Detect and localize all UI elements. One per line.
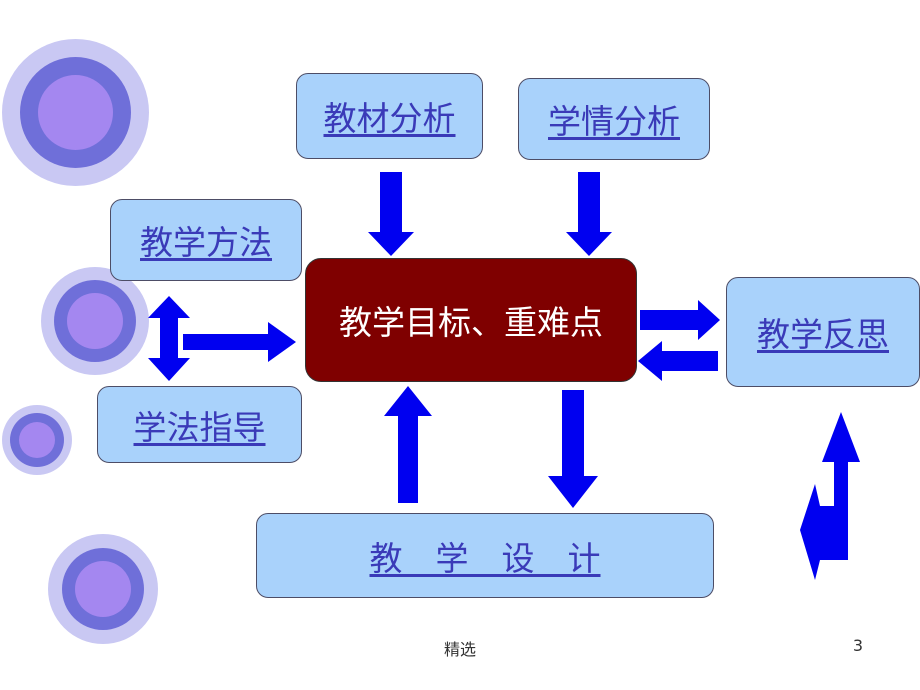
center-objectives-box: 教学目标、重难点 [305, 258, 637, 382]
textbook-analysis-box[interactable]: 教材分析 [296, 73, 483, 159]
teaching-design-link[interactable]: 教 学 设 计 [369, 538, 601, 578]
arrow-right-icon [640, 300, 720, 340]
learner-analysis-box[interactable]: 学情分析 [518, 78, 710, 160]
page-number: 3 [852, 636, 863, 655]
study-guidance-box[interactable]: 学法指导 [97, 386, 302, 463]
decor-circle-1-inner [38, 75, 113, 150]
arrow-down-icon [566, 172, 612, 256]
decor-circle-2-inner [67, 293, 123, 349]
teaching-method-box[interactable]: 教学方法 [110, 199, 302, 281]
center-objectives-label: 教学目标、重难点 [339, 303, 603, 342]
arrow-up-icon [384, 386, 432, 503]
double-arrow-vertical-icon [148, 296, 190, 381]
arrow-left-icon [638, 341, 718, 381]
teaching-reflection-box[interactable]: 教学反思 [726, 277, 920, 387]
learner-analysis-link[interactable]: 学情分析 [548, 102, 680, 141]
footer-label: 精选 [443, 640, 476, 659]
decor-circle-4-inner [75, 561, 131, 617]
arrow-down-icon [548, 390, 598, 508]
teaching-design-box[interactable]: 教 学 设 计 [256, 513, 714, 598]
arrow-right-icon [183, 322, 296, 362]
study-guidance-link[interactable]: 学法指导 [133, 407, 266, 447]
arrow-down-icon [368, 172, 414, 256]
cycle-arrow-icon [800, 412, 860, 580]
decor-circle-3-inner [19, 422, 55, 458]
textbook-analysis-link[interactable]: 教材分析 [323, 99, 456, 138]
teaching-method-link[interactable]: 教学方法 [140, 223, 272, 262]
teaching-reflection-link[interactable]: 教学反思 [757, 315, 889, 354]
